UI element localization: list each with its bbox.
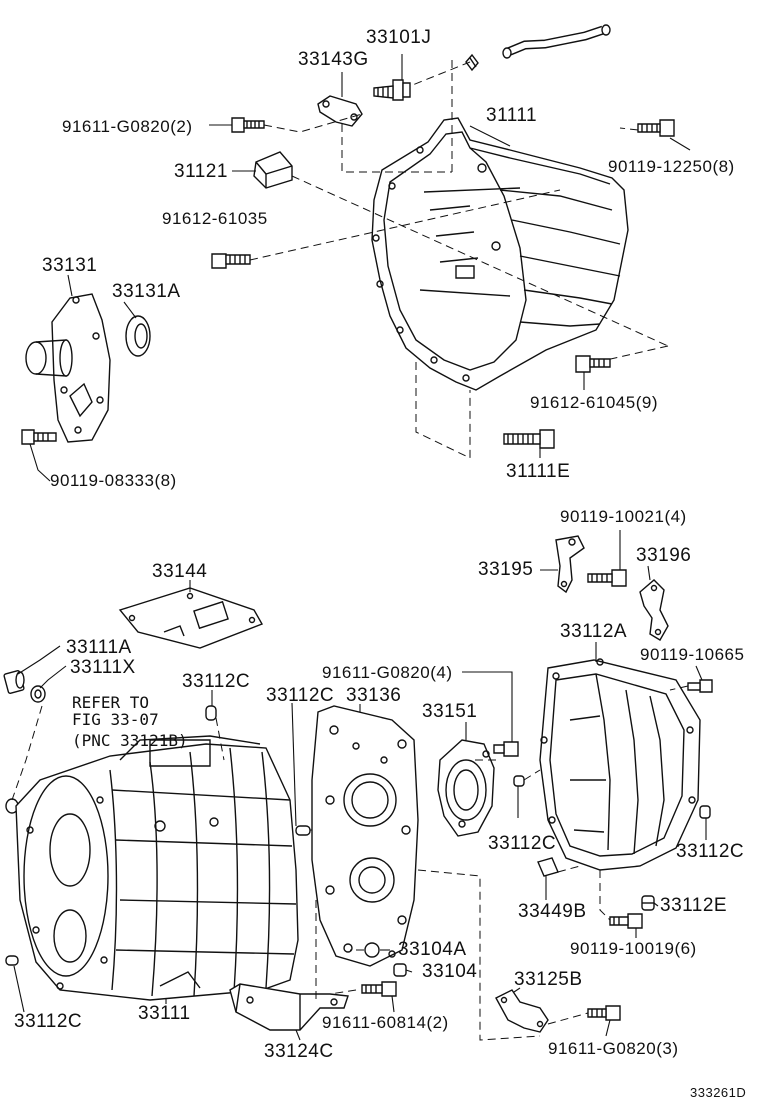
label-33104: 33104: [422, 961, 478, 982]
clutch-housing: [372, 118, 628, 390]
label-33124C: 33124C: [264, 1041, 334, 1062]
label-33143G: 33143G: [298, 49, 369, 70]
label-90119-10019-6: 90119-10019(6): [570, 939, 697, 958]
bolt-90119-10021: [588, 570, 626, 586]
plug-33104: [394, 964, 406, 976]
label-31111: 31111: [486, 105, 538, 126]
breather-plug: [374, 80, 410, 100]
label-31111E: 31111E: [506, 461, 571, 482]
label-31121: 31121: [174, 161, 228, 182]
breather-hose: [503, 25, 610, 58]
label-90119-12250-8: 90119-12250(8): [608, 157, 735, 176]
label-91611-60814-2: 91611-60814(2): [322, 1013, 449, 1032]
intermediate-plate: [312, 706, 418, 966]
label-33112C-d: 33112C: [676, 841, 745, 862]
dashed-guides-upper: [250, 60, 668, 458]
cover-plate: [318, 96, 362, 126]
clamp-bracket: [496, 990, 548, 1032]
label-33151: 33151: [422, 701, 478, 722]
reference-note-line3: (PNC 33121B): [72, 731, 188, 750]
shift-lever-bracket: [556, 536, 584, 592]
label-33131: 33131: [42, 255, 98, 276]
leader-lines-upper: [30, 54, 690, 481]
bolt-91611-G0820-mid: [494, 742, 518, 756]
label-33131A: 33131A: [112, 281, 181, 302]
label-90119-10665: 90119-10665: [640, 645, 745, 664]
oil-seal: [126, 316, 150, 356]
bolt-91612-61035: [212, 254, 250, 268]
transmission-case: [16, 736, 298, 1000]
shift-cover-gasket: [120, 588, 262, 648]
label-33104A: 33104A: [398, 939, 467, 960]
plug-gasket: [31, 686, 45, 702]
bearing-retainer: [26, 294, 110, 442]
label-33111X: 33111X: [70, 657, 136, 678]
label-33195: 33195: [478, 559, 534, 580]
bolt-91611-G0820-upper: [232, 118, 264, 132]
label-33449B: 33449B: [518, 901, 587, 922]
bolt-90119-10019: [610, 914, 642, 928]
label-33111: 33111: [138, 1003, 191, 1024]
label-33112C-b: 33112C: [266, 685, 335, 706]
label-91612-61045-9: 91612-61045(9): [530, 393, 658, 412]
reference-note-line2: FIG 33-07: [72, 710, 159, 729]
reference-note-line1: REFER TO: [72, 693, 150, 712]
drain-plug: [4, 670, 25, 693]
dowel-pins: [6, 706, 710, 965]
bushing-33104A: [365, 943, 379, 957]
sensor-block: [254, 152, 292, 188]
label-33136: 33136: [346, 685, 402, 706]
hose-clip: [466, 55, 478, 70]
label-91611-G0820-3: 91611-G0820(3): [548, 1039, 679, 1058]
label-91611-G0820-4: 91611-G0820(4): [322, 663, 453, 682]
bolt-90119-10665: [688, 680, 712, 692]
label-33144: 33144: [152, 561, 208, 582]
bolt-90119-08333: [22, 430, 56, 444]
bolt-91611-60814: [362, 982, 396, 996]
bolt-91612-61045: [576, 356, 610, 372]
label-91611-G0820-2: 91611-G0820(2): [62, 117, 193, 136]
bracket: [640, 580, 668, 640]
leader-lines-lower: [14, 530, 706, 1040]
label-33112C-c: 33112C: [488, 833, 557, 854]
dashed-guides-lower: [12, 686, 688, 1040]
label-33101J: 33101J: [366, 27, 432, 48]
label-33112C-a: 33112C: [182, 671, 251, 692]
label-90119-10021-4: 90119-10021(4): [560, 507, 687, 526]
stud-31111E: [504, 430, 554, 448]
stopper-block: [538, 858, 558, 876]
label-90119-08333-8: 90119-08333(8): [50, 471, 177, 490]
plug-33112E: [642, 896, 654, 910]
label-33125B: 33125B: [514, 969, 583, 990]
diagram-code: 333261D: [690, 1085, 747, 1100]
bolt-91611-G0820-lower: [588, 1006, 620, 1020]
label-33112E: 33112E: [660, 895, 728, 916]
label-33196: 33196: [636, 545, 692, 566]
label-33111A: 33111A: [66, 637, 132, 658]
bolt-90119-12250: [638, 120, 674, 136]
support-bracket: [230, 984, 348, 1030]
label-91612-61035: 91612-61035: [162, 209, 268, 228]
label-33112C-e: 33112C: [14, 1011, 83, 1032]
extension-housing: [540, 659, 700, 870]
label-33112A: 33112A: [560, 621, 628, 642]
bearing-retainer-rear: [438, 740, 494, 836]
